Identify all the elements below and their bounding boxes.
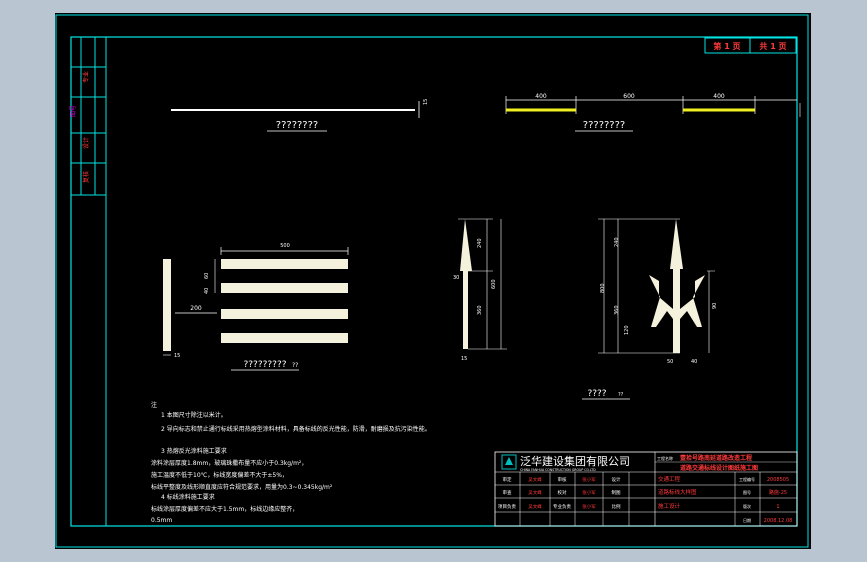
- title-block-cell: 施工设计: [658, 502, 681, 510]
- title-block-cell: 校对: [558, 489, 567, 496]
- outer-frame: [55, 14, 809, 548]
- title-block-value: 2008.12.08: [764, 518, 793, 524]
- notes-block: 注 1 本图尺寸除注以米计。 2 导向标志和禁止通行标线采用热熔型涂料材料，具备…: [151, 401, 431, 524]
- note-line: 2 导向标志和禁止通行标线采用热熔型涂料材料，具备标线的反光性能，防滑，耐磨损及…: [161, 425, 431, 433]
- dash-seg-b-dim: 400: [713, 93, 725, 100]
- title-block-key: 工程编号: [739, 476, 755, 482]
- title-block-cell: 制图: [612, 489, 621, 496]
- title-block-value: 路施-25: [769, 489, 787, 496]
- title-block-key: 图号: [743, 489, 751, 495]
- note-line: 3 热熔反光涂料施工要求: [161, 447, 227, 455]
- note-line: 标线平整度及线形顺直度应符合规范要求，用量为0.3~0.345kg/m²: [151, 483, 333, 491]
- crosswalk-stripe-3: [221, 309, 348, 319]
- note-line: 0.5mm: [151, 517, 172, 524]
- project-line-1: 壹拾号路南延道路改造工程: [680, 454, 752, 462]
- crosswalk-gap-dim: 60: [204, 273, 210, 279]
- note-line: 4 标线涂料施工要求: [161, 493, 215, 501]
- combined-arrow-left-branch: [649, 275, 673, 327]
- note-line: 涂料涂层厚度1.8mm，玻璃珠撒布量不应小于0.3kg/m²，: [151, 459, 307, 467]
- title-block-cell: 项目负责: [498, 503, 516, 510]
- title-block-cell: 设计: [612, 476, 621, 483]
- crosswalk-detail: 15 200 500 40 60 ????????? ??: [163, 243, 349, 371]
- straight-tail-dim: 15: [461, 356, 467, 362]
- combined-mid-dim: 360: [614, 305, 620, 315]
- crosswalk-post-dim: 15: [174, 353, 180, 359]
- project-label: 工程名称: [657, 455, 673, 461]
- straight-body-dim: 360: [477, 305, 483, 315]
- title-block-cell: 道路标线大样图: [658, 488, 697, 496]
- title-block-cell: 张小军: [582, 489, 596, 496]
- crosswalk-stripe-dim: 40: [204, 288, 210, 294]
- combined-arrow-right-branch: [680, 275, 705, 327]
- dashed-line-detail: 400 600 400 ????????: [505, 93, 801, 132]
- company-logo-icon: [501, 454, 517, 470]
- title-block-cell: 张小军: [582, 503, 596, 510]
- straight-arrow-detail: 240 360 600 30 15: [453, 218, 507, 362]
- title-block-key: 版次: [743, 503, 751, 509]
- dashed-line-caption: ????????: [583, 120, 625, 131]
- strip-label-1: 图号: [70, 105, 77, 117]
- straight-arrow-shape: [460, 219, 472, 349]
- crosswalk-stripe-2: [221, 283, 348, 293]
- note-line: 施工温度不低于10℃，标线宽度偏差不大于±5%，: [151, 471, 288, 479]
- dash-gap-dim: 600: [623, 93, 635, 100]
- arrows-caption: ????: [587, 389, 606, 399]
- crosswalk-post: [163, 259, 171, 351]
- title-block-cell: 吴文峰: [528, 489, 542, 496]
- title-block-cell: 比例: [612, 503, 621, 510]
- crosswalk-offset-dim: 200: [190, 305, 202, 312]
- title-block-cell: 交通工程: [658, 475, 681, 483]
- company-name-en: CHINA FANHUA CONSTRUCTION GROUP CO.LTD: [520, 468, 596, 472]
- title-block-cell: 审核: [558, 476, 567, 483]
- page-count-box: 第 1 页 共 1 页: [704, 37, 797, 54]
- combined-b-dim: 90: [712, 303, 718, 309]
- title-block-cell: 吴文峰: [528, 476, 542, 483]
- crosswalk-length-dim: 500: [280, 243, 290, 249]
- title-block-rows: 审定吴文峰审核张小军设计交通工程审查吴文峰校对张小军制图道路标线大样图项目负责吴…: [498, 475, 792, 524]
- drawing-svg: 图号 专业 设计 复核 第 1 页 共 1 页 15 ????????: [55, 14, 809, 548]
- title-block-cell: 审查: [503, 489, 512, 496]
- title-block-key: 日期: [743, 517, 751, 523]
- arrows-scale: ??: [618, 392, 624, 398]
- combined-w1-dim: 50: [667, 359, 673, 365]
- combined-top-dim: 240: [614, 237, 620, 247]
- combined-arrow-stem: [670, 219, 683, 353]
- combined-a-dim: 120: [624, 325, 630, 335]
- note-line: 注: [151, 401, 157, 409]
- crosswalk-caption: ?????????: [244, 360, 287, 370]
- company-name: 泛华建设集团有限公司: [520, 454, 630, 468]
- combined-total-dim: 800: [600, 283, 606, 293]
- solid-line-caption: ????????: [276, 120, 318, 131]
- straight-total-dim: 600: [491, 279, 497, 289]
- crosswalk-stripe-1: [221, 259, 348, 269]
- project-line-2: 道路交通标线设计图纸施工图: [680, 464, 758, 472]
- title-block-cell: 审定: [503, 476, 512, 483]
- strip-label-4: 复核: [82, 171, 90, 183]
- crosswalk-scale: ??: [292, 362, 298, 369]
- drawing-canvas[interactable]: 图号 专业 设计 复核 第 1 页 共 1 页 15 ????????: [55, 13, 811, 549]
- title-block-value: 2008505: [767, 477, 789, 483]
- crosswalk-stripe-4: [221, 333, 348, 343]
- inner-frame: [70, 36, 798, 527]
- title-block-value: 1: [776, 504, 779, 510]
- straight-width-dim: 30: [453, 275, 459, 281]
- title-block-cell: 专业负责: [553, 503, 571, 510]
- strip-label-2: 专业: [82, 71, 90, 83]
- left-strip: 图号 专业 设计 复核: [70, 36, 107, 196]
- solid-width-dim: 15: [423, 99, 429, 105]
- solid-line-detail: 15 ????????: [171, 99, 429, 132]
- page-total: 共 1 页: [759, 41, 786, 51]
- note-line: 1 本图尺寸除注以米计。: [161, 411, 227, 419]
- strip-label-3: 设计: [82, 137, 90, 149]
- title-block: 泛华建设集团有限公司 CHINA FANHUA CONSTRUCTION GRO…: [494, 451, 798, 527]
- combined-arrow-detail: 240 800 360 120 90 50 40: [598, 218, 718, 365]
- dash-seg-a-dim: 400: [535, 93, 547, 100]
- straight-head-dim: 240: [477, 238, 483, 248]
- title-block-cell: 吴文峰: [528, 503, 542, 510]
- note-line: 标线涂层厚度偏差不应大于1.5mm，标线边缘应整齐，: [151, 505, 298, 513]
- title-block-cell: 张小军: [582, 476, 596, 483]
- combined-w2-dim: 40: [691, 359, 697, 365]
- page-number: 第 1 页: [713, 41, 740, 51]
